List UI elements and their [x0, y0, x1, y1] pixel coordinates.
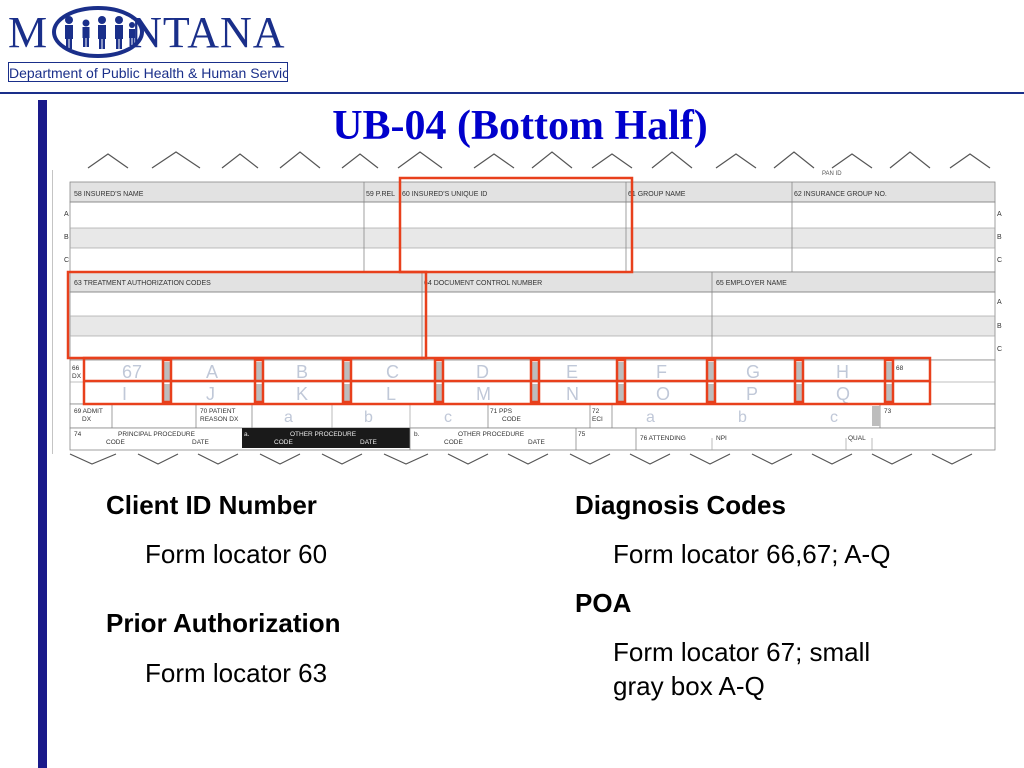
- left-accent-bar: [38, 100, 47, 768]
- pps-code-a: a: [646, 409, 655, 426]
- diag-code-i: I: [122, 384, 127, 404]
- diag-code-n: N: [566, 384, 579, 404]
- diag-code-p: P: [746, 384, 758, 404]
- form-label-74: 74: [74, 431, 82, 438]
- form-label-63: 63 TREATMENT AUTHORIZATION CODES: [74, 280, 211, 287]
- ub04-form-image: PAN ID 58 INSURED'S NAME 59 P.REL 60 INS…: [52, 151, 1002, 465]
- form-label-71: 71 PPS: [490, 408, 513, 415]
- diag-code-q: Q: [836, 384, 850, 404]
- form-label-74-other-b-date: DATE: [528, 439, 546, 446]
- highlight-boxes: [66, 176, 932, 406]
- diagnosis-heading: Diagnosis Codes: [575, 490, 786, 520]
- family-figures-icon: [52, 6, 144, 58]
- form-label-69-dx: DX: [82, 416, 92, 423]
- diag-code-c: C: [386, 362, 399, 382]
- department-name: Department of Public Health & Human Serv…: [8, 62, 288, 82]
- form-label-61: 61 GROUP NAME: [628, 191, 686, 198]
- pps-code-c: c: [830, 409, 838, 426]
- prior-auth-heading: Prior Authorization: [106, 608, 341, 638]
- form-label-59: 59 P.REL: [366, 191, 395, 198]
- form-label-70-reason: REASON DX: [200, 416, 239, 423]
- dphhs-logo: M NTANA Department of Public Health & Hum…: [8, 4, 288, 84]
- form-label-74-other-b: OTHER PROCEDURE: [458, 431, 525, 438]
- form-label-qual: QUAL: [848, 435, 866, 442]
- pps-code-b: b: [738, 409, 747, 426]
- form-label-62: 62 INSURANCE GROUP NO.: [794, 191, 887, 198]
- poa-text-line2: gray box A-Q: [613, 671, 765, 701]
- diag-code-h: H: [836, 362, 849, 382]
- form-label-74-a: a.: [244, 431, 250, 438]
- form-label-60: 60 INSURED'S UNIQUE ID: [402, 191, 487, 198]
- diag-code-a: A: [206, 362, 218, 382]
- form-label-74-b: b.: [414, 431, 420, 438]
- client-id-heading: Client ID Number: [106, 490, 317, 520]
- form-label-75: 75: [578, 431, 586, 438]
- torn-edge-bottom: [69, 453, 973, 465]
- form-label-74-other-b-code: CODE: [444, 439, 463, 446]
- client-id-text: Form locator 60: [145, 539, 328, 569]
- form-label-70: 70 PATIENT: [200, 408, 236, 415]
- row-label-b-2: B: [997, 323, 1002, 330]
- logo-wordmark: M NTANA: [8, 8, 286, 58]
- form-label-74-code: CODE: [106, 439, 125, 446]
- admit-reason-row: 69 ADMIT DX 70 PATIENT REASON DX 71 PPS …: [69, 403, 996, 429]
- slide-title: UB-04 (Bottom Half): [332, 103, 708, 149]
- diagnosis-text: Form locator 66,67; A-Q: [613, 539, 891, 569]
- form-label-58: 58 INSURED'S NAME: [74, 191, 144, 198]
- procedure-row: 74 PRINCIPAL PROCEDURE CODE DATE a. OTHE…: [69, 427, 996, 451]
- row-label-a-right: A: [997, 211, 1002, 218]
- form-label-74-other-a-date: DATE: [360, 439, 378, 446]
- row-label-c: C: [64, 257, 69, 264]
- diag-code-o: O: [656, 384, 670, 404]
- diag-code-l: L: [386, 384, 396, 404]
- logo-word-right: NTANA: [130, 8, 286, 57]
- diag-code-k: K: [296, 384, 308, 404]
- row-label-c-right: C: [997, 257, 1002, 264]
- highlight-client-id: [398, 176, 634, 274]
- form-label-73: 73: [884, 408, 892, 415]
- reason-code-a: a: [284, 409, 293, 426]
- form-label-66: 66: [72, 365, 80, 372]
- poa-heading: POA: [575, 588, 632, 618]
- form-label-72-eci: ECI: [592, 416, 603, 423]
- logo-word-left: M: [8, 8, 49, 57]
- form-label-68: 68: [896, 365, 904, 372]
- diag-code-b: B: [296, 362, 308, 382]
- diag-code-67: 67: [122, 362, 142, 382]
- diag-code-f: F: [656, 362, 667, 382]
- form-label-69: 69 ADMIT: [74, 408, 103, 415]
- poa-text-line1: Form locator 67; small: [613, 637, 871, 667]
- form-label-71-code: CODE: [502, 416, 521, 423]
- form-label-74-other-a-code: CODE: [274, 439, 293, 446]
- form-label-74-principal: PRINCIPAL PROCEDURE: [118, 431, 196, 438]
- form-label-76: 76 ATTENDING: [640, 435, 686, 442]
- prior-auth-text: Form locator 63: [145, 658, 328, 688]
- reason-code-b: b: [364, 409, 373, 426]
- form-label-74-other-a: OTHER PROCEDURE: [290, 431, 357, 438]
- diag-code-e: E: [566, 362, 578, 382]
- poa-boxes: [164, 362, 892, 402]
- form-label-65: 65 EMPLOYER NAME: [716, 280, 787, 287]
- row-label-c-2: C: [997, 346, 1002, 353]
- form-label-64: 64 DOCUMENT CONTROL NUMBER: [424, 280, 542, 287]
- diag-code-g: G: [746, 362, 760, 382]
- torn-edge-top: [87, 151, 991, 169]
- authorization-section: 63 TREATMENT AUTHORIZATION CODES 64 DOCU…: [69, 271, 1002, 361]
- insured-section: 58 INSURED'S NAME 59 P.REL 60 INSURED'S …: [64, 181, 1002, 273]
- row-label-a-2: A: [997, 299, 1002, 306]
- diag-code-d: D: [476, 362, 489, 382]
- row-label-b-right: B: [997, 234, 1002, 241]
- header-rule: [0, 92, 1024, 94]
- reason-code-c: c: [444, 409, 452, 426]
- form-label-pan: PAN ID: [822, 171, 842, 177]
- form-label-66-dx: DX: [72, 373, 82, 380]
- form-label-npi: NPI: [716, 435, 727, 442]
- diag-code-m: M: [476, 384, 491, 404]
- row-label-a: A: [64, 211, 69, 218]
- diag-code-j: J: [206, 384, 215, 404]
- row-label-b: B: [64, 234, 69, 241]
- form-label-72: 72: [592, 408, 600, 415]
- form-label-74-date: DATE: [192, 439, 210, 446]
